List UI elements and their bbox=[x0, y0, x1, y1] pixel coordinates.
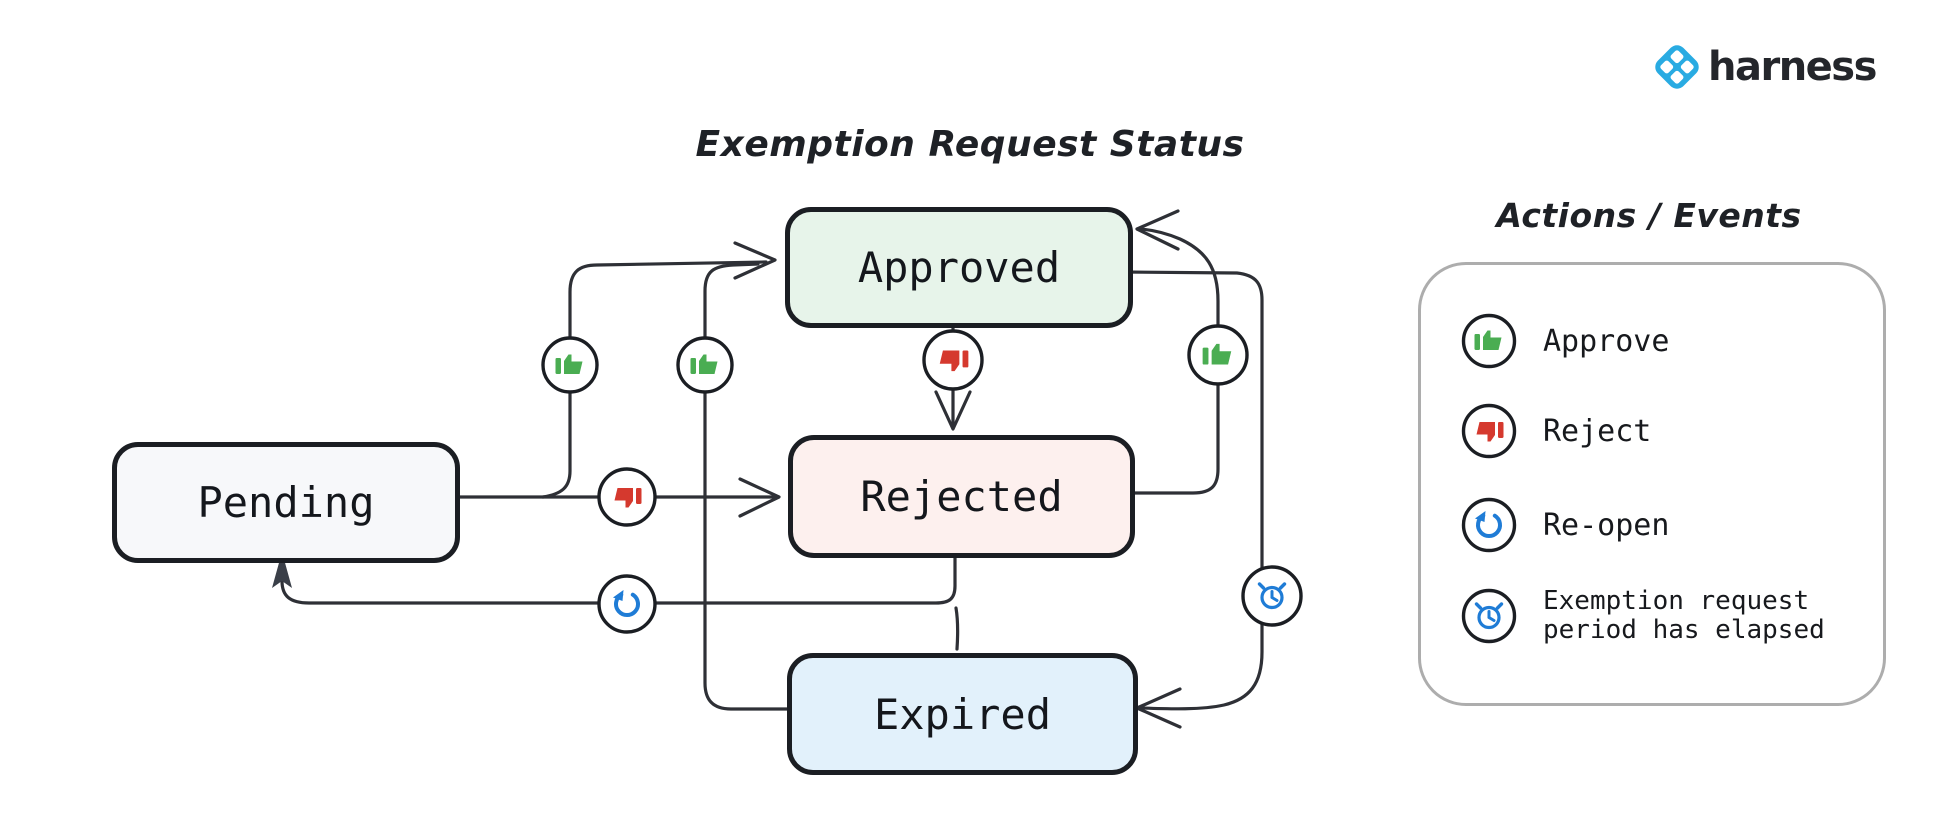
arrowhead-into-pending-bottom bbox=[272, 552, 292, 588]
state-approved: Approved bbox=[785, 207, 1133, 328]
logo-text: harness bbox=[1708, 44, 1877, 90]
reopen-icon bbox=[1461, 497, 1517, 553]
state-label: Approved bbox=[857, 243, 1061, 292]
edge-rejected-approved bbox=[1123, 227, 1220, 495]
alarm-clock-icon bbox=[1461, 588, 1517, 644]
state-rejected: Rejected bbox=[788, 435, 1135, 558]
legend-label: Reject bbox=[1543, 413, 1652, 449]
edge-action-badges bbox=[541, 324, 1303, 634]
edge-approved-expired bbox=[1121, 270, 1264, 711]
edge-pending-approved bbox=[541, 260, 768, 499]
harness-diamond-icon bbox=[1655, 45, 1699, 89]
diagram-title: Exemption Request Status bbox=[695, 124, 1245, 165]
edge-expired-approved bbox=[703, 262, 789, 711]
state-label: Pending bbox=[197, 478, 375, 527]
arrowhead-into-rejected-top bbox=[934, 390, 972, 431]
thumbs-up-icon bbox=[1461, 313, 1517, 369]
state-label: Expired bbox=[873, 689, 1051, 739]
legend-panel: Approve Reject Re-open Exemption request… bbox=[1418, 262, 1886, 706]
legend-item-approve: Approve bbox=[1461, 313, 1669, 369]
thumbs-down-icon bbox=[1461, 403, 1517, 459]
arrowhead-into-approved-left bbox=[733, 241, 777, 280]
arrowhead-into-approved-right bbox=[1135, 209, 1180, 251]
harness-logo: harness bbox=[1650, 40, 1877, 94]
legend-label: Approve bbox=[1543, 323, 1670, 359]
state-expired: Expired bbox=[787, 653, 1138, 775]
arrowhead-into-rejected bbox=[738, 477, 781, 518]
state-label: Rejected bbox=[860, 472, 1063, 521]
state-pending: Pending bbox=[112, 442, 460, 563]
edge-rejected-expired bbox=[954, 606, 960, 651]
legend-label: Re-open bbox=[1543, 507, 1670, 543]
legend-item-reject: Reject bbox=[1461, 403, 1651, 459]
legend-title: Actions / Events bbox=[1496, 196, 1802, 235]
legend-item-reopen: Re-open bbox=[1461, 497, 1669, 553]
